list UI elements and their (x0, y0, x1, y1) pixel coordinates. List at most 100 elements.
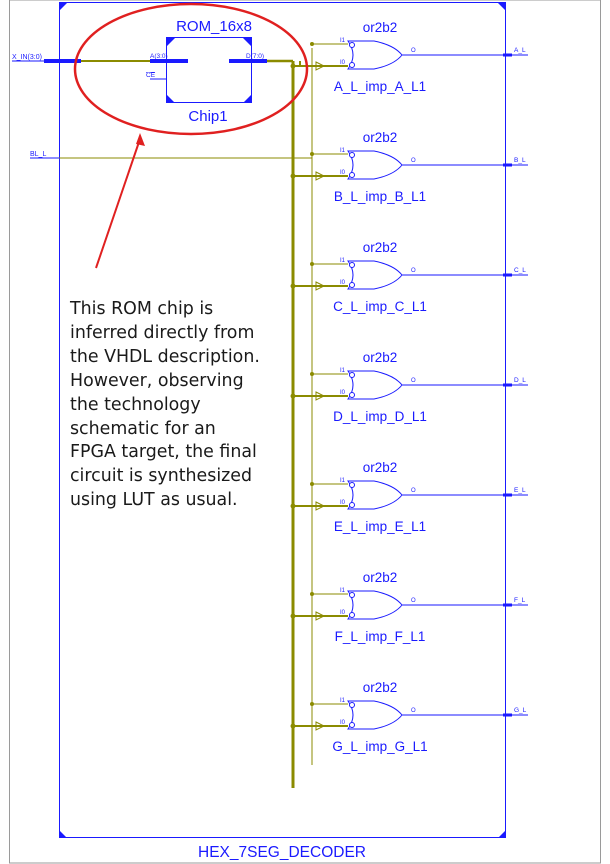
or-gate-icon (347, 260, 403, 290)
gate-i1-junction (310, 702, 314, 706)
gate-instance-label: A_L_imp_A_L1 (334, 79, 426, 94)
annotation-line: inferred directly from (70, 322, 255, 343)
annotation-line: the VHDL description. (70, 346, 260, 367)
gate-i0-junction (290, 173, 296, 179)
output-port-icon (503, 713, 512, 717)
inverter-bubble-icon (349, 722, 355, 728)
x-in-label: X_IN(3:0) (12, 54, 42, 61)
annotation-line: the technology (70, 394, 201, 415)
bl-label: BL_L (30, 151, 46, 158)
gate-instance-label: F_L_imp_F_L1 (335, 629, 426, 644)
gate-i1-junction (310, 592, 314, 596)
gate-i0-label: I0 (340, 610, 346, 616)
rom-corner-br (243, 94, 252, 103)
inverter-bubble-icon (349, 282, 355, 288)
gate-output-label: F_L (514, 597, 526, 604)
gate-type-label: or2b2 (363, 680, 398, 695)
annotation-arrowhead (136, 133, 145, 146)
gate-output-label: G_L (514, 707, 527, 714)
gate-i0-label: I0 (340, 500, 346, 506)
module-frame (59, 2, 506, 838)
inverter-bubble-icon (349, 62, 355, 68)
annotation-line: circuit is synthesized (70, 466, 253, 487)
gate-i1-label: I1 (340, 698, 346, 704)
gate-o-label: O (411, 268, 416, 274)
gate-i1-label: I1 (340, 148, 346, 154)
gate-i1-junction (310, 262, 314, 266)
annotation-arrow (95, 138, 141, 269)
module-corner-br (498, 830, 506, 838)
or-gate-icon (347, 480, 403, 510)
inverter-bubble-icon (349, 502, 355, 508)
or-gate-icon (347, 150, 403, 180)
gate-type-label: or2b2 (363, 130, 398, 145)
gate-instance-label: G_L_imp_G_L1 (332, 739, 427, 754)
rom-corner-tl (166, 38, 175, 47)
rom-ce-label: CE (146, 72, 156, 79)
gate-i1-junction (310, 152, 314, 156)
gate-i0-junction (290, 63, 296, 69)
gate-i1-label: I1 (340, 368, 346, 374)
inverter-bubble-icon (349, 172, 355, 178)
gate-i0-label: I0 (340, 170, 346, 176)
gate-instance-label: E_L_imp_E_L1 (334, 519, 426, 534)
x-in-bus-stub (44, 59, 81, 63)
gate-i0-junction (290, 503, 296, 509)
inverter-bubble-icon (349, 42, 355, 48)
annotation-line: This ROM chip is (70, 299, 214, 319)
or-gate-icon (347, 590, 403, 620)
gate-buffer-icon (315, 171, 326, 181)
gate-i1-junction (310, 482, 314, 486)
output-port-icon (503, 163, 512, 167)
rom-instance: Chip1 (188, 108, 227, 125)
gate-i1-label: I1 (340, 588, 346, 594)
gate-output-label: A_L (514, 47, 526, 54)
gate-i1-label: I1 (340, 258, 346, 264)
output-port-icon (503, 273, 512, 277)
gate-type-label: or2b2 (363, 460, 398, 475)
gate-i1-junction (310, 372, 314, 376)
gate-i0-junction (290, 283, 296, 289)
gate-type-label: or2b2 (363, 240, 398, 255)
highlight-ellipse (73, 2, 309, 136)
gate-buffer-icon (315, 611, 326, 621)
output-port-icon (503, 383, 512, 387)
gate-instance-label: B_L_imp_B_L1 (334, 189, 426, 204)
rom-data-pin (229, 59, 267, 63)
gate-o-label: O (411, 158, 416, 164)
rom-addr-label: A(3:0) (150, 53, 168, 60)
gate-output-label: E_L (514, 487, 526, 494)
gate-buffer-icon (315, 391, 326, 401)
module-corner-tr (498, 3, 506, 11)
gate-instance-label: D_L_imp_D_L1 (333, 409, 427, 424)
gate-i1-label: I1 (340, 38, 346, 44)
gate-o-label: O (411, 708, 416, 714)
page-border (9, 0, 601, 864)
gate-buffer-icon (315, 501, 326, 511)
inverter-bubble-icon (349, 152, 355, 158)
annotation-text: This ROM chip is inferred directly from th… (70, 298, 300, 513)
inverter-bubble-icon (349, 612, 355, 618)
annotation-line: using LUT as usual. (70, 490, 238, 511)
gate-buffer-icon (315, 721, 326, 731)
inverter-bubble-icon (349, 702, 355, 708)
or-gate-icon (347, 700, 403, 730)
gate-output-label: B_L (514, 157, 526, 164)
gate-buffer-icon (315, 61, 326, 71)
rom-corner-tr (243, 38, 252, 47)
or-gate-icon (347, 370, 403, 400)
gate-o-label: O (411, 378, 416, 384)
rom-corner-bl (166, 94, 175, 103)
inverter-bubble-icon (349, 372, 355, 378)
annotation-line: schematic for an (70, 418, 216, 439)
gate-output-label: C_L (514, 267, 526, 274)
gate-o-label: O (411, 488, 416, 494)
output-port-icon (503, 603, 512, 607)
